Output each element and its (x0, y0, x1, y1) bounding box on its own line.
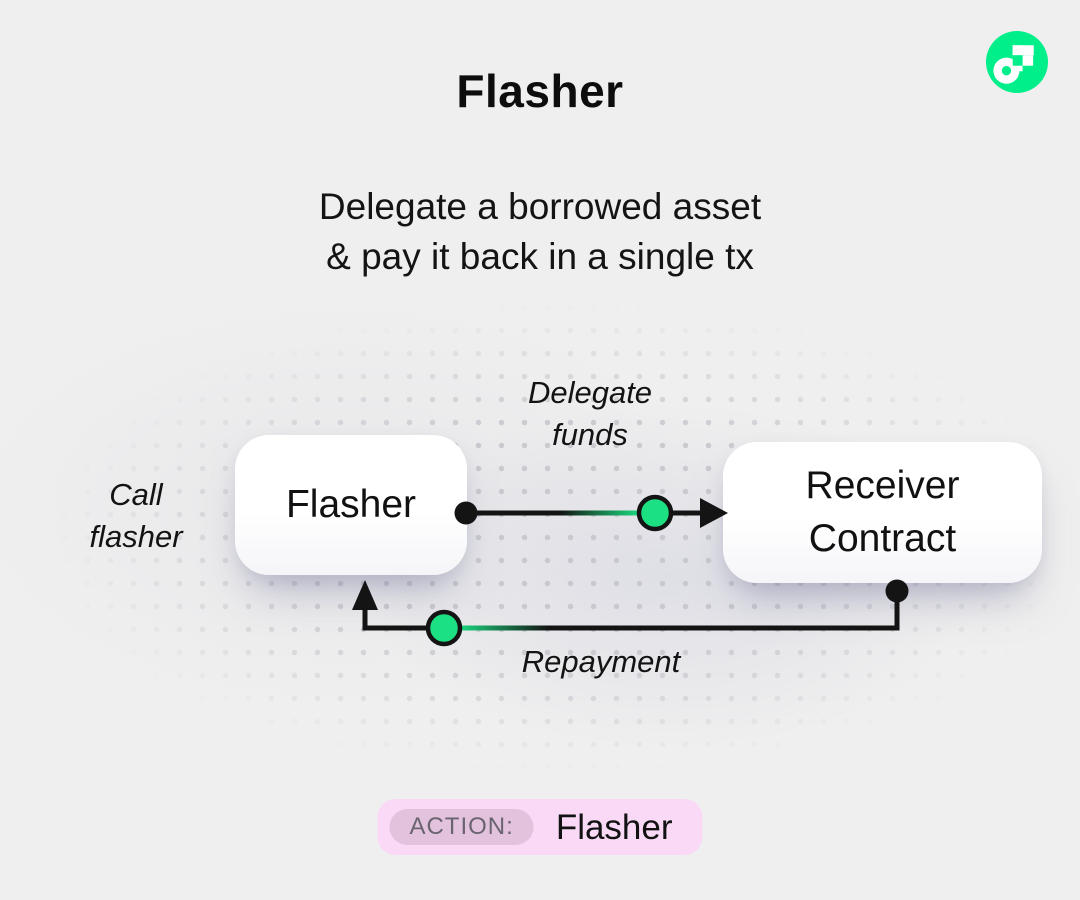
flow-logo-icon (986, 31, 1048, 93)
page-title: Flasher (456, 65, 624, 117)
arrowhead-up-icon (352, 580, 378, 610)
flasher-node-label: Flasher (285, 482, 417, 526)
moving-funds-token-top (636, 494, 674, 532)
receiver-node-label-line-1: Receiver (805, 464, 960, 508)
repayment-text: Repayment (521, 644, 681, 679)
action-value: Flasher (555, 807, 673, 847)
flasher-node-box: Flasher (235, 435, 467, 575)
call-flasher-line-2: flasher (89, 519, 183, 555)
subtitle-line-2: & pay it back in a single tx (326, 236, 754, 278)
subtitle-line-1: Delegate a borrowed asset (318, 186, 762, 227)
call-flasher-line-1: Call (109, 477, 163, 512)
delegate-funds-line-1: Delegate (527, 375, 653, 410)
action-badge: ACTION: (389, 809, 534, 845)
repayment-label: Repayment (460, 641, 742, 683)
receiver-contract-node-box: Receiver Contract (723, 442, 1042, 583)
repayment-arrow (352, 579, 909, 647)
receiver-node-label-line-2: Contract (808, 516, 957, 560)
delegate-funds-label: Delegate funds (455, 372, 725, 456)
flow-logo-green-notch (1012, 55, 1023, 66)
delegate-funds-line-2: funds (552, 417, 628, 453)
action-bar: ACTION: Flasher (377, 799, 703, 855)
delegate-funds-arrow (454, 494, 728, 532)
call-flasher-label: Call flasher (38, 474, 234, 558)
moving-funds-token-bottom (425, 609, 463, 647)
page-subtitle: Delegate a borrowed asset & pay it back … (0, 182, 1080, 283)
